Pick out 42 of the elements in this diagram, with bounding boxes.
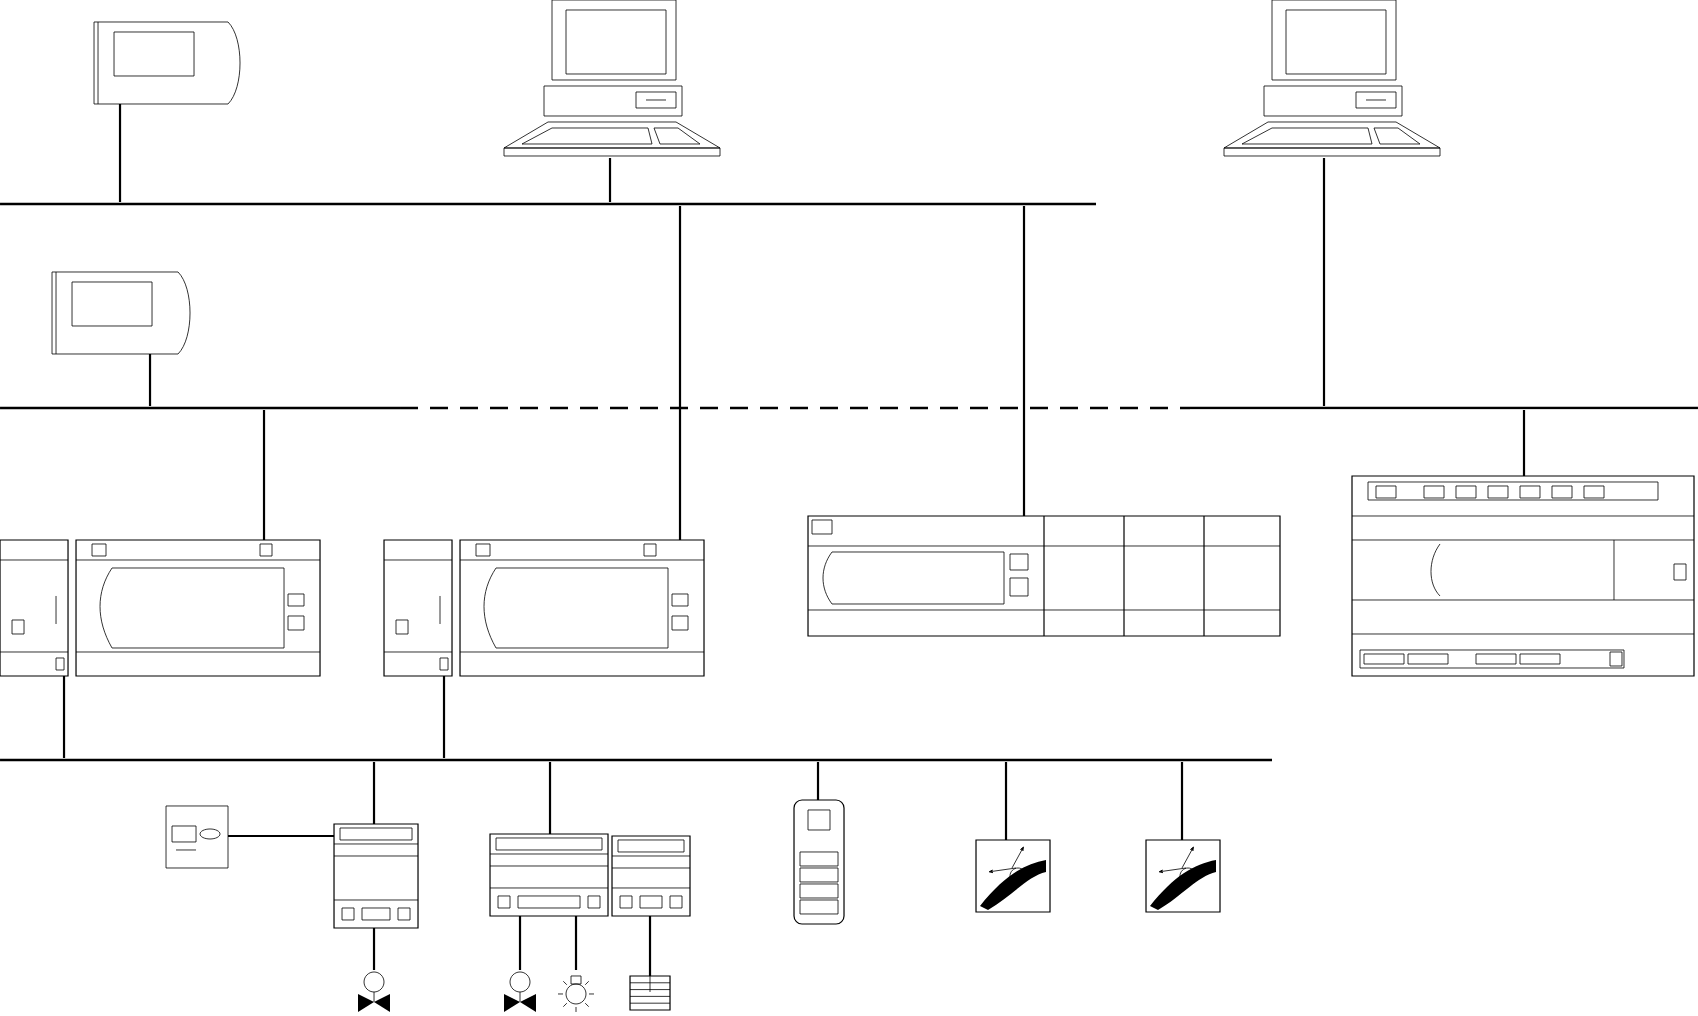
io-module-drawing	[611, 835, 691, 917]
connection-line	[1180, 762, 1184, 840]
connection-line	[608, 158, 612, 202]
connection-line	[372, 928, 376, 970]
connection-line	[518, 916, 522, 970]
connection-line	[1522, 410, 1526, 476]
connection-line	[228, 834, 334, 838]
wall-display-drawing	[93, 21, 241, 105]
connection-line	[678, 206, 682, 540]
io-module-drawing	[333, 823, 419, 929]
connection-line	[442, 676, 446, 758]
connection-line	[1322, 158, 1326, 406]
connection-line	[118, 104, 122, 202]
sensor-drawing	[975, 839, 1051, 913]
io-module-drawing	[489, 833, 609, 917]
bus-line	[0, 758, 1272, 762]
controller-drawing	[1351, 475, 1695, 677]
connection-line	[262, 410, 266, 540]
blind-drawing	[629, 975, 671, 1011]
bus-line	[0, 202, 1096, 206]
handheld-terminal-drawing	[793, 799, 845, 925]
connection-line	[148, 354, 152, 406]
wall-display-drawing	[51, 271, 191, 355]
connection-line	[548, 762, 552, 834]
valve-drawing	[358, 971, 390, 1012]
valve-drawing	[504, 971, 536, 1012]
connection-line	[816, 762, 820, 800]
connection-line	[62, 676, 66, 758]
connection-line	[1004, 762, 1008, 840]
room-unit-drawing	[165, 805, 229, 869]
connection-line	[1022, 206, 1026, 516]
bus-line	[0, 406, 1698, 410]
connection-line	[372, 762, 376, 824]
controller-drawing	[0, 539, 321, 677]
computer-drawing	[1223, 0, 1441, 157]
controller-drawing	[383, 539, 705, 677]
connection-line	[574, 916, 578, 970]
computer-drawing	[503, 0, 721, 157]
sensor-drawing	[1145, 839, 1221, 913]
controller-drawing	[807, 515, 1281, 637]
lamp-drawing	[557, 975, 595, 1013]
connection-line	[648, 916, 652, 976]
